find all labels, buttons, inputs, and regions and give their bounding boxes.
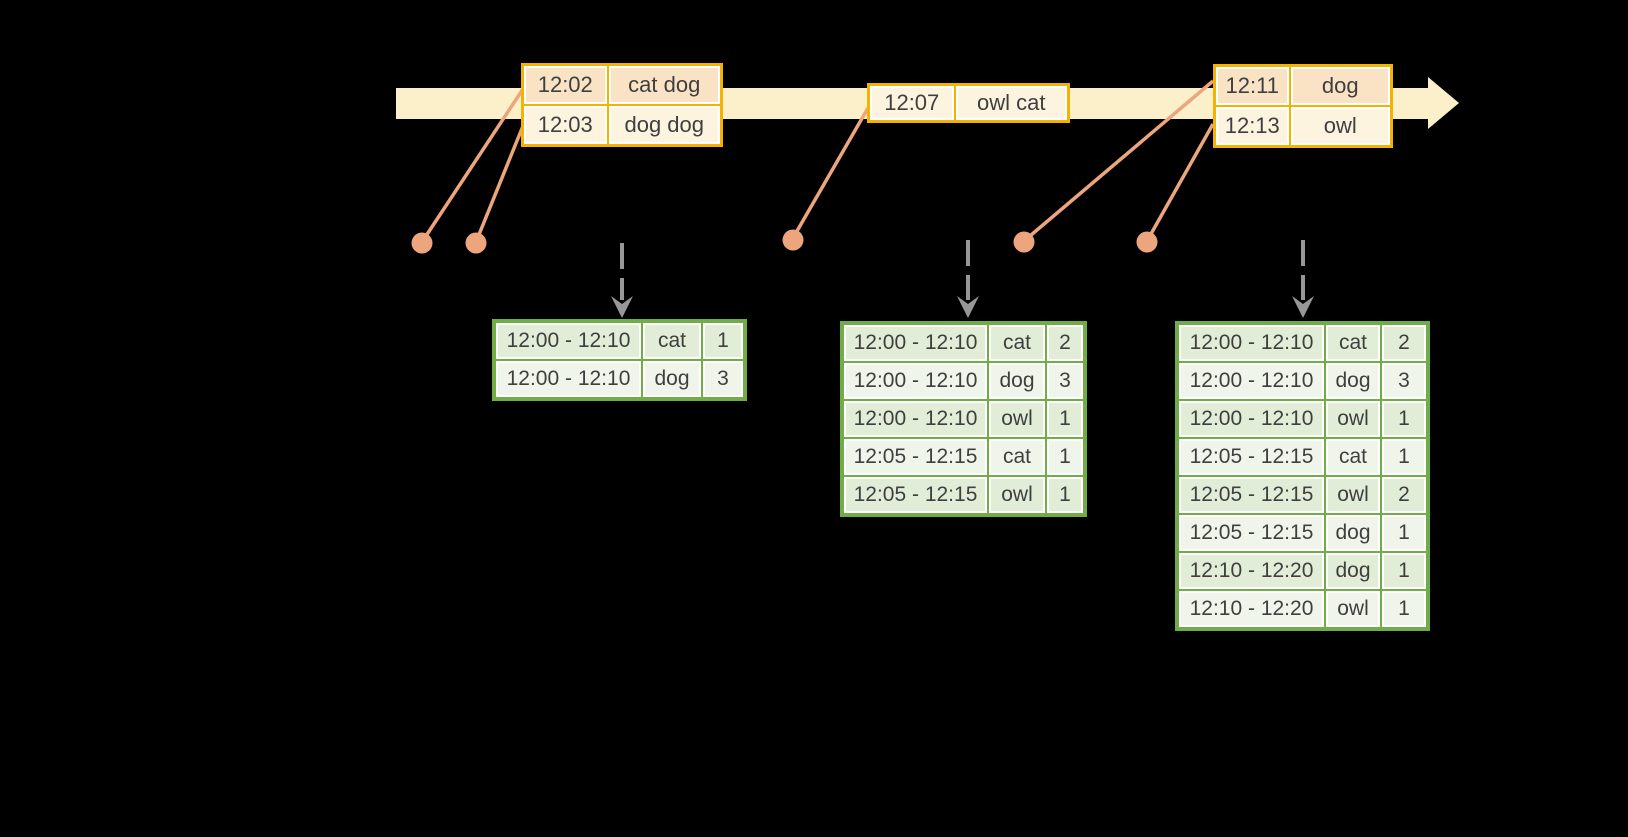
- word-cell: dog: [987, 361, 1047, 401]
- trigger-arrow-icon: [1292, 240, 1314, 318]
- event-words-cell: cat dog: [606, 63, 723, 106]
- count-cell: 3: [1380, 361, 1429, 401]
- trigger-arrow-icon: [957, 240, 979, 318]
- timeline-arrowhead-icon: [1428, 77, 1459, 129]
- event-row: 12:07 owl cat: [867, 83, 1070, 123]
- event-connector-line: [1145, 123, 1215, 242]
- window-cell: 12:10 - 12:20: [1176, 551, 1326, 591]
- word-cell: cat: [641, 320, 703, 361]
- event-dots: [411, 229, 1158, 254]
- word-cell: dog: [1324, 551, 1382, 591]
- word-cell: cat: [1324, 322, 1382, 363]
- word-cell: owl: [987, 475, 1047, 516]
- event-table-3: 12:11 dog 12:13 owl: [1213, 64, 1393, 148]
- event-time-cell: 12:13: [1213, 105, 1291, 148]
- result-row: 12:10 - 12:20 dog 1: [1176, 551, 1429, 591]
- result-row: 12:05 - 12:15 owl 1: [841, 475, 1086, 516]
- count-cell: 3: [701, 359, 746, 400]
- result-row: 12:00 - 12:10 cat 2: [1176, 322, 1429, 363]
- event-words-cell: dog: [1288, 64, 1393, 107]
- window-cell: 12:00 - 12:10: [1176, 399, 1326, 439]
- result-row: 12:10 - 12:20 owl 1: [1176, 589, 1429, 630]
- word-cell: owl: [1324, 399, 1382, 439]
- word-cell: dog: [641, 359, 703, 400]
- event-words-cell: owl cat: [953, 83, 1070, 123]
- count-cell: 1: [1380, 551, 1429, 591]
- event-connector-line: [791, 107, 870, 239]
- window-cell: 12:00 - 12:10: [1176, 322, 1326, 363]
- event-row: 12:11 dog: [1213, 64, 1393, 107]
- event-words-cell: owl: [1288, 105, 1393, 148]
- event-dot-icon: [465, 232, 487, 254]
- word-cell: owl: [1324, 475, 1382, 515]
- word-cell: owl: [1324, 589, 1382, 630]
- result-table-3: 12:00 - 12:10 cat 2 12:00 - 12:10 dog 3 …: [1175, 321, 1430, 631]
- count-cell: 1: [1045, 399, 1086, 439]
- count-cell: 1: [1045, 437, 1086, 477]
- trigger-arrow-icon: [611, 243, 633, 318]
- result-row: 12:00 - 12:10 owl 1: [1176, 399, 1429, 439]
- count-cell: 2: [1380, 322, 1429, 363]
- event-row: 12:02 cat dog: [521, 63, 723, 106]
- result-row: 12:05 - 12:15 cat 1: [841, 437, 1086, 477]
- event-dot-icon: [1013, 231, 1035, 253]
- count-cell: 1: [1380, 589, 1429, 630]
- window-cell: 12:00 - 12:10: [841, 322, 989, 363]
- result-row: 12:00 - 12:10 owl 1: [841, 399, 1086, 439]
- event-connector-line: [474, 125, 525, 243]
- event-dot-icon: [782, 229, 804, 251]
- result-row: 12:00 - 12:10 cat 1: [493, 320, 746, 361]
- count-cell: 3: [1045, 361, 1086, 401]
- event-time-cell: 12:11: [1213, 64, 1291, 107]
- word-cell: dog: [1324, 361, 1382, 401]
- count-cell: 2: [1380, 475, 1429, 515]
- word-cell: cat: [1324, 437, 1382, 477]
- word-cell: owl: [987, 399, 1047, 439]
- result-table-2: 12:00 - 12:10 cat 2 12:00 - 12:10 dog 3 …: [840, 321, 1087, 517]
- window-cell: 12:05 - 12:15: [841, 437, 989, 477]
- window-cell: 12:00 - 12:10: [493, 359, 643, 400]
- result-row: 12:05 - 12:15 owl 2: [1176, 475, 1429, 515]
- window-cell: 12:10 - 12:20: [1176, 589, 1326, 630]
- window-cell: 12:05 - 12:15: [841, 475, 989, 516]
- event-time-cell: 12:02: [521, 63, 609, 106]
- event-connector-line: [420, 88, 525, 243]
- result-row: 12:05 - 12:15 cat 1: [1176, 437, 1429, 477]
- word-cell: cat: [987, 437, 1047, 477]
- count-cell: 1: [1380, 513, 1429, 553]
- window-cell: 12:05 - 12:15: [1176, 437, 1326, 477]
- window-cell: 12:00 - 12:10: [1176, 361, 1326, 401]
- count-cell: 1: [1380, 437, 1429, 477]
- window-cell: 12:00 - 12:10: [493, 320, 643, 361]
- event-table-2: 12:07 owl cat: [867, 83, 1070, 123]
- result-row: 12:00 - 12:10 dog 3: [1176, 361, 1429, 401]
- window-cell: 12:05 - 12:15: [1176, 513, 1326, 553]
- event-dot-icon: [411, 232, 433, 254]
- result-table-1: 12:00 - 12:10 cat 1 12:00 - 12:10 dog 3: [492, 319, 747, 401]
- event-dot-icon: [1136, 231, 1158, 253]
- event-time-cell: 12:07: [867, 83, 956, 123]
- result-row: 12:00 - 12:10 cat 2: [841, 322, 1086, 363]
- event-connector-line: [1022, 79, 1215, 243]
- event-row: 12:03 dog dog: [521, 104, 723, 147]
- result-row: 12:00 - 12:10 dog 3: [493, 359, 746, 400]
- count-cell: 1: [1380, 399, 1429, 439]
- count-cell: 2: [1045, 322, 1086, 363]
- word-cell: dog: [1324, 513, 1382, 553]
- word-cell: cat: [987, 322, 1047, 363]
- event-words-cell: dog dog: [606, 104, 723, 147]
- count-cell: 1: [1045, 475, 1086, 516]
- event-row: 12:13 owl: [1213, 105, 1393, 148]
- window-cell: 12:00 - 12:10: [841, 399, 989, 439]
- event-connector-lines: [420, 79, 1215, 243]
- count-cell: 1: [701, 320, 746, 361]
- window-cell: 12:00 - 12:10: [841, 361, 989, 401]
- result-row: 12:05 - 12:15 dog 1: [1176, 513, 1429, 553]
- trigger-arrows: [611, 240, 1314, 318]
- event-time-cell: 12:03: [521, 104, 609, 147]
- window-cell: 12:05 - 12:15: [1176, 475, 1326, 515]
- result-row: 12:00 - 12:10 dog 3: [841, 361, 1086, 401]
- event-table-1: 12:02 cat dog 12:03 dog dog: [521, 63, 723, 147]
